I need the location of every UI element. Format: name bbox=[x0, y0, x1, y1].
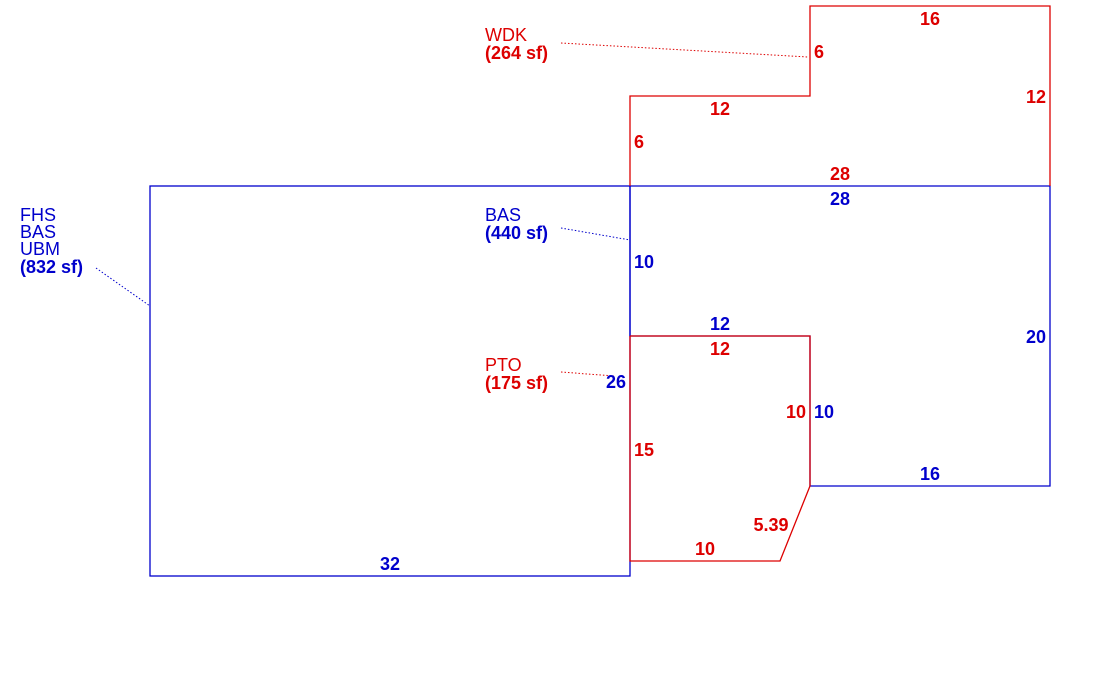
addition-code: BAS bbox=[485, 205, 521, 225]
deck-code: WDK bbox=[485, 25, 527, 45]
dim-addition-bottom: 16 bbox=[920, 464, 940, 484]
dim-main-right: 26 bbox=[606, 372, 626, 392]
dim-deck-bottom: 28 bbox=[830, 164, 850, 184]
dim-addition-left: 10 bbox=[634, 252, 654, 272]
patio-code: PTO bbox=[485, 355, 522, 375]
addition-area-sf: (440 sf) bbox=[485, 223, 548, 243]
dim-addition-right: 20 bbox=[1026, 327, 1046, 347]
dim-deck-lower-top: 12 bbox=[710, 99, 730, 119]
dim-addition-inner-right: 10 bbox=[814, 402, 834, 422]
addition-leader-line bbox=[560, 227, 631, 241]
dim-addition-inner-top: 12 bbox=[710, 314, 730, 334]
dim-patio-diagonal: 5.39 bbox=[753, 515, 788, 535]
patio-outline bbox=[629, 335, 811, 562]
patio-area-sf: (175 sf) bbox=[485, 373, 548, 393]
dim-deck-step: 6 bbox=[814, 42, 824, 62]
dim-deck-top: 16 bbox=[920, 9, 940, 29]
dim-deck-right: 12 bbox=[1026, 87, 1046, 107]
dim-patio-bottom: 10 bbox=[695, 539, 715, 559]
dim-addition-top: 28 bbox=[830, 189, 850, 209]
dim-patio-left: 15 bbox=[634, 440, 654, 460]
main-code-3: UBM bbox=[20, 239, 60, 259]
dim-deck-left: 6 bbox=[634, 132, 644, 152]
dim-patio-top: 12 bbox=[710, 339, 730, 359]
main-code-2: BAS bbox=[20, 222, 56, 242]
dim-patio-right: 10 bbox=[786, 402, 806, 422]
main-code-1: FHS bbox=[20, 205, 56, 225]
deck-area-sf: (264 sf) bbox=[485, 43, 548, 63]
main-house-outline bbox=[149, 185, 631, 577]
main-area-sf: (832 sf) bbox=[20, 257, 83, 277]
main-leader-line bbox=[95, 267, 151, 307]
deck-leader-line bbox=[560, 42, 809, 58]
deck-outline bbox=[629, 5, 1051, 186]
dim-main-bottom: 32 bbox=[380, 554, 400, 574]
